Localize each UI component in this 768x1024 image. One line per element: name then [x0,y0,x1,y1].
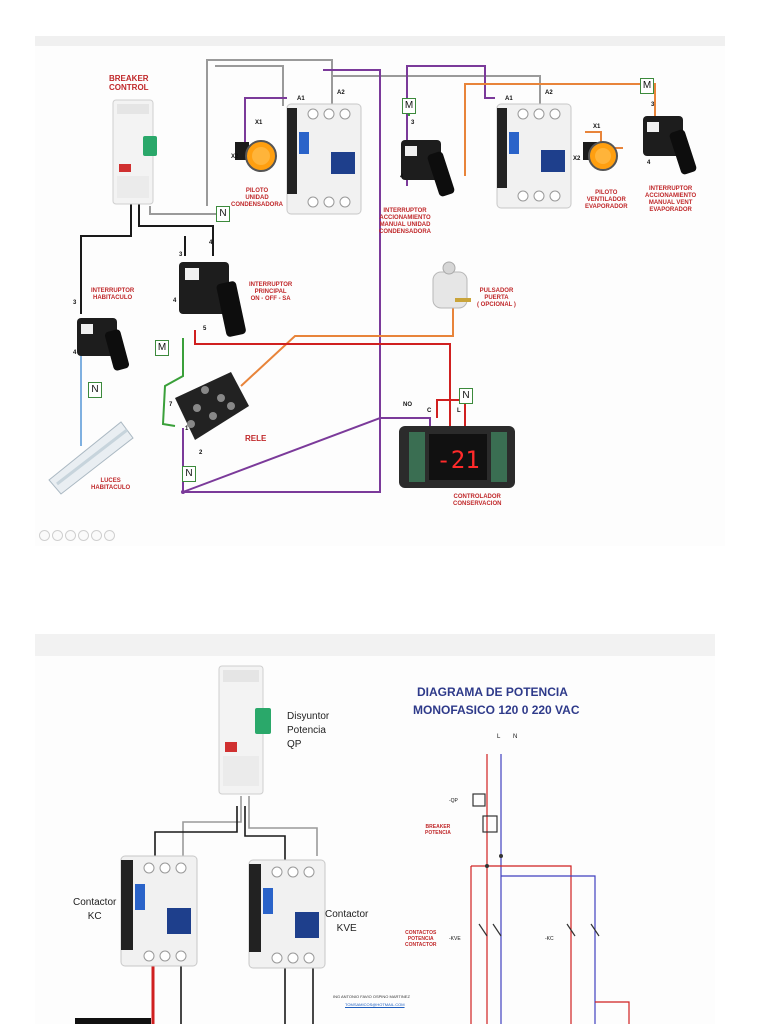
t4c-label: 4 [209,240,213,246]
habitaculo-switch-device [77,318,130,371]
neutral-box-3: N [182,466,196,482]
power-schematic [470,754,630,1024]
x1-left-label: X1 [255,120,263,126]
a2-left-label: A2 [337,90,345,96]
a1-left-label: A1 [297,96,305,102]
slide-toolbar [39,530,115,541]
pilot-lamp-left [235,140,277,172]
t4b-label: 4 [647,160,651,166]
wire-purple-left [244,97,287,156]
wire-red-main [194,330,451,430]
wire-gray-left [215,65,284,106]
wire-black-breaker [80,196,132,314]
t3c-label: 3 [179,252,183,258]
door-button-device [432,261,471,309]
t4e-label: 4 [173,298,177,304]
t5-label: 5 [203,326,207,332]
diagram-title-line1: DIAGRAMA DE POTENCIA [417,685,568,699]
forward-icon[interactable] [52,530,63,541]
main-switch-device [179,262,246,337]
light-fixture-device [48,421,134,495]
no-terminal-label: NO [403,402,412,408]
back-icon[interactable] [39,530,50,541]
motor-box-m2: M [402,98,416,114]
t4a-label: 4 [400,174,404,180]
x1-right-label: X1 [593,124,601,130]
neutral-box-2: N [88,382,102,398]
t3b-label: 3 [651,102,655,108]
a1-right-label: A1 [505,96,513,102]
x2-left-label: X2 [231,154,239,160]
wire-gray-mid [332,75,541,106]
wire-gray-n1 [149,206,220,215]
t2-label: 2 [199,450,203,456]
line-n-label: N [513,734,517,740]
kve-label: -KVE [449,936,461,942]
selector-switch-unidad [401,140,455,197]
pen-icon[interactable] [65,530,76,541]
controller-display-value: -21 [436,446,479,474]
contactor-kve-device [248,859,326,969]
author-signature: ING ANTONIO FAVIO OSPINO MARTINEZ [333,994,410,999]
neutral-box-4: N [459,388,473,404]
disyuntor-device [218,665,271,795]
t4d-label: 4 [73,350,77,356]
t7-label: 7 [169,402,173,408]
qp-label: -QP [449,798,459,804]
line-l-label: L [497,734,501,740]
motor-box-m1: M [155,340,169,356]
grid-icon[interactable] [78,530,89,541]
t1-label: 1 [185,426,189,432]
selector-switch-vent [643,116,697,175]
wire-orange-rele [240,302,454,387]
temperature-controller-device: -21 [399,426,515,488]
pilot-lamp-right [583,141,618,171]
kc-label: -KC [545,936,554,942]
motor-box-m3: M [640,78,654,94]
more-icon[interactable] [104,530,115,541]
rele-label: RELE [245,434,267,443]
wire-black-switch [138,196,214,256]
wire-orange-top [464,83,656,176]
contactor-kc-device [120,855,198,967]
control-wiring-svg: -21 [48,59,697,495]
wire-gray-top [206,59,333,206]
wire-green-m [161,338,184,427]
author-email-link[interactable]: TOMSAMICOS@HOTMAIL.COM [345,1002,405,1007]
l-terminal-label: L [457,408,461,414]
wire-purple-long [182,69,381,493]
t3a-label: 3 [411,120,415,126]
x2-right-label: X2 [573,156,581,162]
contactor-right-device [496,103,572,209]
power-wiring-svg: L N -QP -KVE -KC [75,665,630,1024]
wire-red-c [436,399,466,430]
zoom-icon[interactable] [91,530,102,541]
contactor-left-device [286,103,362,215]
relay-base-device [175,372,249,440]
email-link-text[interactable]: TOMSAMICOS@HOTMAIL.COM [345,1002,405,1007]
neutral-box-1: N [216,206,230,222]
a2-right-label: A2 [545,90,553,96]
c-terminal-label: C [427,408,432,414]
t3d-label: 3 [73,300,77,306]
diagram-title-line2: MONOFASICO 120 0 220 VAC [413,703,580,717]
breaker-control-device [112,99,157,205]
